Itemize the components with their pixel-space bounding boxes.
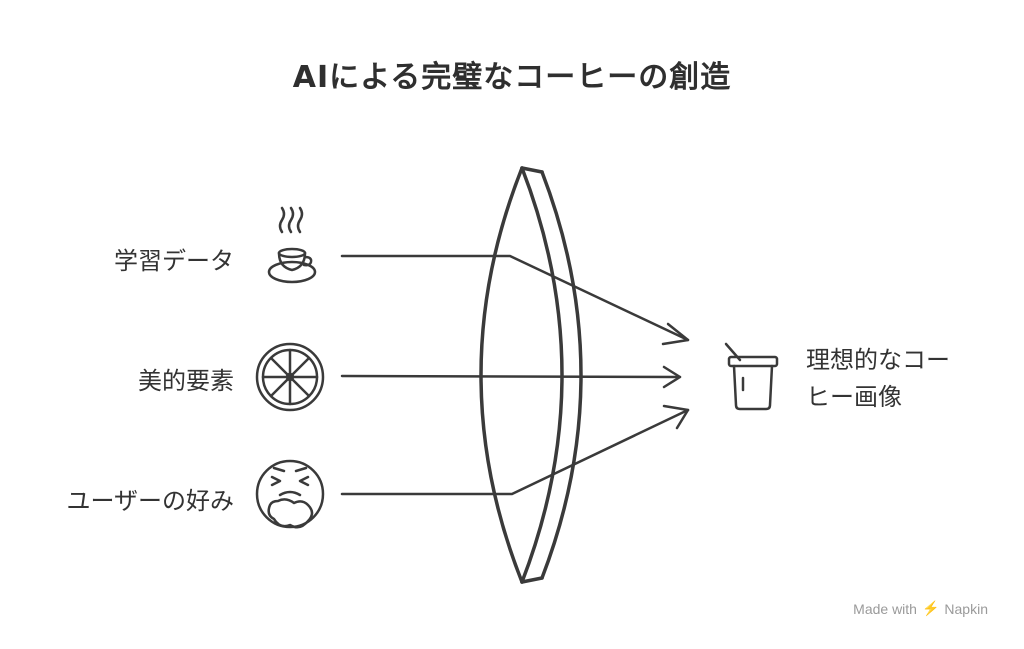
nauseated-face-icon [255, 459, 325, 529]
watermark-prefix: Made with [853, 600, 917, 617]
coffee-takeaway-cup-icon [724, 342, 779, 411]
diagram-title: AIによる完璧なコーヒーの創造 [292, 60, 732, 95]
input-label-user-preferences: ユーザーの好み [66, 487, 234, 515]
input-label-training-data: 学習データ [114, 247, 234, 275]
arrow-user-preferences [340, 404, 690, 496]
napkin-logo-icon: ⚡ [921, 600, 940, 616]
output-label-line-2: ヒー画像 [806, 383, 902, 411]
lens-icon [479, 166, 583, 584]
watermark-brand: Napkin [944, 600, 988, 617]
output-label-line-1: 理想的なコー [806, 346, 950, 374]
input-label-aesthetic-elements: 美的要素 [138, 367, 234, 395]
coffee-cup-icon [267, 206, 317, 284]
watermark: Made with ⚡ Napkin [853, 600, 988, 617]
arrow-training-data [340, 254, 690, 346]
arrow-aesthetic-elements [340, 365, 682, 389]
citrus-slice-icon [255, 342, 325, 412]
